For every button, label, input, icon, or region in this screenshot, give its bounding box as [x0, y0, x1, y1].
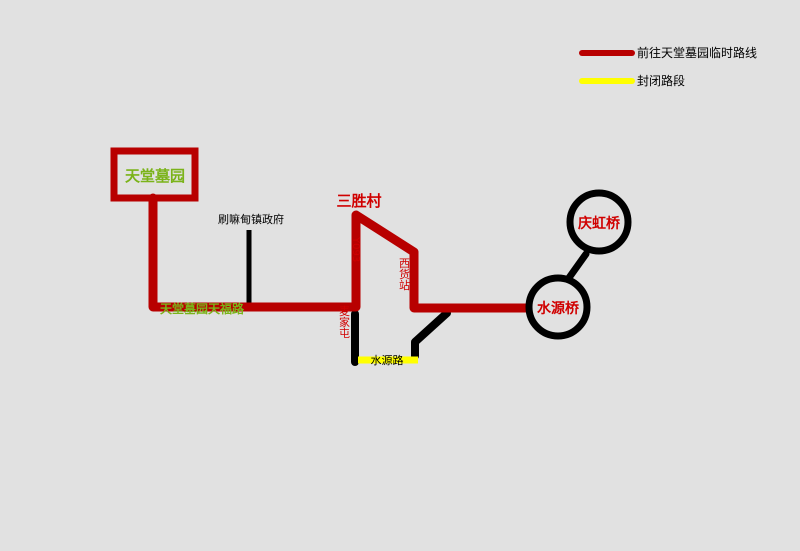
- majiatun-label: 麦家屯: [338, 305, 351, 338]
- town-government-label: 刷嘛甸镇政府: [218, 212, 284, 226]
- shuiyuanqiao-marker: 水源桥: [525, 274, 591, 340]
- legend: 前往天堂墓园临时路线 封闭路段: [579, 45, 757, 88]
- shuiyuanqiao-label: 水源桥: [537, 300, 580, 317]
- legend-route-label: 前往天堂墓园临时路线: [637, 45, 757, 60]
- xiguanzhan-label: 西货站: [398, 258, 411, 292]
- shuiyuanqiao-circle: [525, 274, 591, 340]
- shuiyuan-connector-road: [411, 309, 451, 360]
- destination-label: 天堂墓园: [125, 167, 185, 185]
- tiantang-road-label: 天堂墓园天福路: [160, 301, 245, 316]
- destination-marker: 天堂墓园: [110, 147, 199, 202]
- sanshengcun-label: 三胜村: [336, 192, 381, 210]
- y093-label: Y093: [350, 236, 361, 262]
- legend-closed-label: 封闭路段: [637, 73, 685, 88]
- qinghongqiao-marker: 庆虹桥: [566, 189, 632, 255]
- destination-box: [110, 147, 199, 202]
- temporary-route-line: [148, 193, 533, 313]
- shuiyuan-road-label: 水源路: [371, 353, 404, 367]
- qinghongqiao-label: 庆虹桥: [578, 215, 621, 232]
- qinghongqiao-circle: [566, 189, 632, 255]
